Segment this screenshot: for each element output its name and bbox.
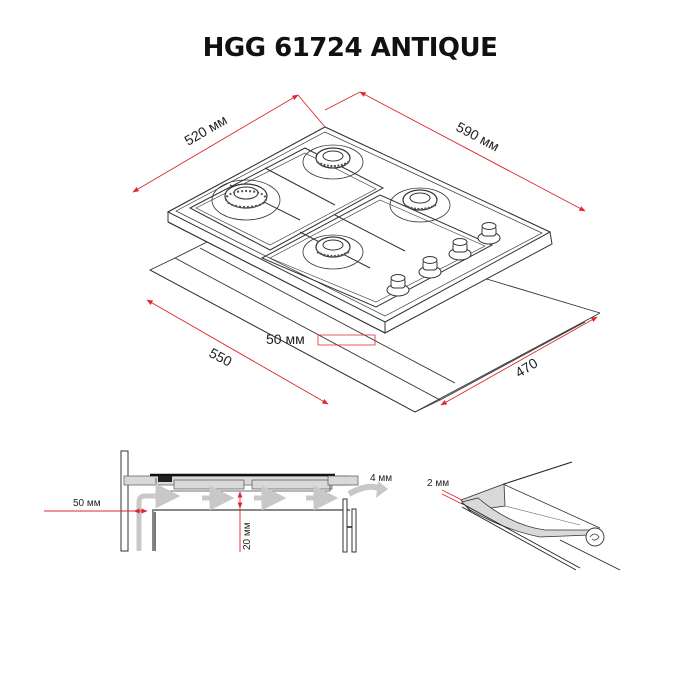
control-knobs [386, 222, 501, 297]
dim-cutout-offset-label: 50 мм [266, 331, 305, 347]
dim-cutout-depth-label: 470 [512, 354, 540, 380]
dimension-lines-top [132, 91, 598, 406]
side-section-view [44, 450, 388, 553]
knob-3 [448, 238, 472, 261]
dim-seal-thickness-label: 2 мм [427, 478, 449, 489]
dim-wall-gap-label: 50 мм [73, 498, 101, 509]
dim-air-gap-label: 20 мм [242, 522, 253, 550]
knob-2 [418, 256, 442, 279]
dim-depth-label: 520 мм [182, 111, 230, 148]
product-title: HGG 61724 ANTIQUE [202, 33, 498, 63]
knob-1 [386, 274, 410, 297]
knob-4 [477, 222, 501, 245]
dim-edge-gap-label: 4 мм [370, 473, 392, 484]
burner-front-left [302, 234, 364, 270]
dim-width-label: 590 мм [454, 119, 503, 155]
seal-detail-view [441, 461, 621, 571]
